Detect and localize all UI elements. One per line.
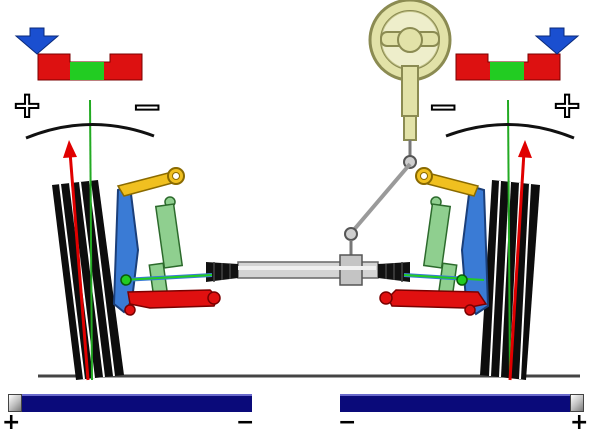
left-lower-control-arm — [124, 289, 221, 316]
right-strut — [422, 196, 458, 306]
left-camber-plus-symbol: + — [11, 85, 43, 126]
right-camber-vector-arrow — [508, 140, 532, 381]
right-rack-boot — [378, 262, 410, 282]
left-camber-indicator-icon — [37, 53, 143, 81]
steering-rack — [236, 254, 379, 286]
right-camber-slider-handle[interactable] — [570, 394, 584, 412]
left-tie-rod — [120, 273, 213, 286]
left-strut — [148, 196, 184, 306]
left-camber-slider[interactable] — [8, 394, 252, 412]
steering-column — [344, 140, 417, 262]
left-down-arrow-marker-icon — [14, 27, 60, 55]
right-tie-rod — [403, 273, 485, 286]
left-slider-plus-symbol: + — [2, 410, 21, 435]
right-down-arrow-marker-icon — [534, 27, 580, 55]
right-slider-minus-symbol: − — [338, 410, 357, 435]
left-wheel-tire — [52, 180, 124, 380]
right-lower-control-arm — [379, 289, 488, 316]
right-camber-slider[interactable] — [340, 394, 584, 412]
right-vertical-reference-line — [507, 99, 511, 381]
left-vertical-reference-line — [89, 99, 93, 381]
right-camber-minus-symbol: − — [427, 87, 459, 128]
left-camber-vector-arrow — [63, 140, 90, 381]
left-tie-rod-arm — [116, 167, 185, 197]
right-tie-rod-arm — [415, 167, 480, 197]
right-camber-plus-symbol: + — [551, 85, 583, 126]
left-camber-minus-symbol: − — [131, 87, 163, 128]
right-camber-arc — [445, 123, 575, 140]
right-camber-indicator-icon — [455, 53, 561, 81]
right-slider-plus-symbol: + — [570, 410, 589, 435]
steering-wheel-icon — [368, 0, 452, 141]
left-camber-arc — [25, 123, 155, 140]
right-knuckle — [460, 184, 490, 316]
left-camber-slider-handle[interactable] — [8, 394, 22, 412]
left-slider-minus-symbol: − — [236, 410, 255, 435]
left-rack-boot — [206, 262, 238, 282]
